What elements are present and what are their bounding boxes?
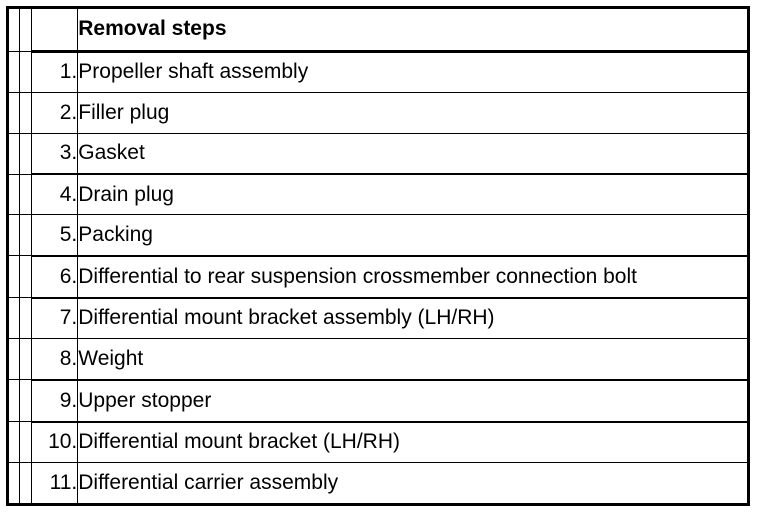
step-label: Filler plug bbox=[77, 92, 749, 134]
table-row: 10. Differential mount bracket (LH/RH) bbox=[6, 421, 749, 464]
rail-column-a bbox=[6, 132, 21, 175]
rail-column-b bbox=[19, 421, 33, 464]
step-label: Packing bbox=[77, 214, 749, 257]
rail-column-b bbox=[19, 7, 33, 52]
rail-column-a bbox=[6, 462, 21, 505]
step-label: Weight bbox=[77, 338, 749, 381]
table-row: 8. Weight bbox=[6, 338, 749, 381]
rail-column-b bbox=[19, 92, 33, 134]
number-column-header bbox=[31, 7, 79, 53]
table-row: 2. Filler plug bbox=[6, 92, 749, 134]
rail-column-a bbox=[6, 338, 21, 381]
step-number: 3. bbox=[31, 132, 79, 175]
rail-column-b bbox=[19, 132, 33, 175]
rail-column-b bbox=[19, 214, 33, 257]
step-label: Drain plug bbox=[77, 173, 749, 216]
rail-column-b bbox=[19, 297, 33, 340]
table-row: 11. Differential carrier assembly bbox=[6, 462, 749, 505]
step-number: 7. bbox=[31, 297, 79, 340]
table-row: 9. Upper stopper bbox=[6, 379, 749, 423]
rail-column-a bbox=[6, 379, 21, 423]
removal-steps-table-container: Removal steps 1. Propeller shaft assembl… bbox=[6, 6, 750, 506]
step-number: 8. bbox=[31, 338, 79, 381]
rail-column-a bbox=[6, 297, 21, 340]
rail-column-b bbox=[19, 338, 33, 381]
rail-column-b bbox=[19, 50, 33, 94]
table-row: 5. Packing bbox=[6, 214, 749, 257]
removal-steps-header: Removal steps bbox=[77, 7, 749, 53]
table-header-row: Removal steps bbox=[6, 7, 749, 53]
rail-column-a bbox=[6, 255, 21, 299]
table-row: 1. Propeller shaft assembly bbox=[6, 50, 749, 94]
rail-column-a bbox=[6, 7, 21, 52]
rail-column-a bbox=[6, 173, 21, 216]
removal-steps-table: Removal steps 1. Propeller shaft assembl… bbox=[6, 6, 750, 506]
step-label: Propeller shaft assembly bbox=[77, 50, 749, 94]
step-number: 1. bbox=[31, 50, 79, 94]
rail-column-a bbox=[6, 92, 21, 134]
step-number: 4. bbox=[31, 173, 79, 216]
step-label: Differential mount bracket assembly (LH/… bbox=[77, 297, 749, 340]
step-label: Differential to rear suspension crossmem… bbox=[77, 255, 749, 299]
step-number: 11. bbox=[31, 462, 79, 505]
rail-column-a bbox=[6, 50, 21, 94]
step-label: Gasket bbox=[77, 132, 749, 175]
rail-column-a bbox=[6, 421, 21, 464]
step-number: 2. bbox=[31, 92, 79, 134]
step-number: 6. bbox=[31, 255, 79, 299]
rail-column-b bbox=[19, 462, 33, 505]
rail-column-b bbox=[19, 255, 33, 299]
rail-column-b bbox=[19, 379, 33, 423]
step-label: Upper stopper bbox=[77, 379, 749, 423]
table-row: 4. Drain plug bbox=[6, 173, 749, 216]
rail-column-a bbox=[6, 214, 21, 257]
table-row: 6. Differential to rear suspension cross… bbox=[6, 255, 749, 299]
step-number: 10. bbox=[31, 421, 79, 464]
step-number: 9. bbox=[31, 379, 79, 423]
table-row: 7. Differential mount bracket assembly (… bbox=[6, 297, 749, 340]
table-row: 3. Gasket bbox=[6, 132, 749, 175]
step-label: Differential mount bracket (LH/RH) bbox=[77, 421, 749, 464]
step-label: Differential carrier assembly bbox=[77, 462, 749, 505]
step-number: 5. bbox=[31, 214, 79, 257]
rail-column-b bbox=[19, 173, 33, 216]
